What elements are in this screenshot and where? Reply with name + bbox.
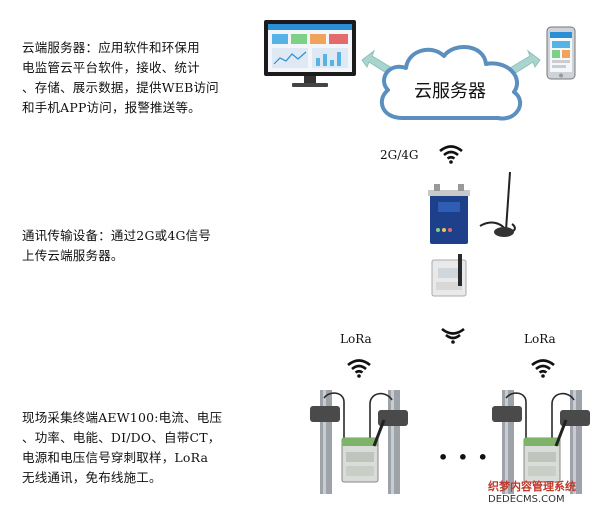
lora-left-wifi-icon [347,359,371,378]
comm-device-description: 通讯传输设备：通过2G或4G信号 上传云端服务器。 [22,228,212,263]
network-label: 2G/4G [380,148,419,162]
watermark-line1: 织梦内容管理系统 [488,480,576,493]
phone-icon [546,26,576,80]
watermark-line2: DEDECMS.COM [488,494,565,505]
field-terminal-right-icon [492,390,590,494]
cloud-server-label: 云服务器 [414,81,486,102]
lora-center-wifi-icon [441,327,465,344]
lora-label-right: LoRa [524,332,556,346]
ellipsis-indicator: • • • [438,448,490,467]
wifi-icon [439,145,463,164]
field-terminal-description: 现场采集终端AEW100:电流、电压 、功率、电能、DI/DO、自带CT， 电源… [22,410,223,485]
watermark: 织梦内容管理系统 DEDECMS.COM [488,480,576,506]
cloud-icon [379,44,522,121]
field-terminal-left-icon [310,390,408,494]
gateway-device-icon [428,171,516,297]
cloud-server-description: 云端服务器：应用软件和环保用 电监管云平台软件，接收、统计 、存储、展示数据，提… [22,40,219,115]
lora-label-left: LoRa [340,332,372,346]
lora-right-wifi-icon [531,359,555,378]
monitor-icon [264,20,356,87]
